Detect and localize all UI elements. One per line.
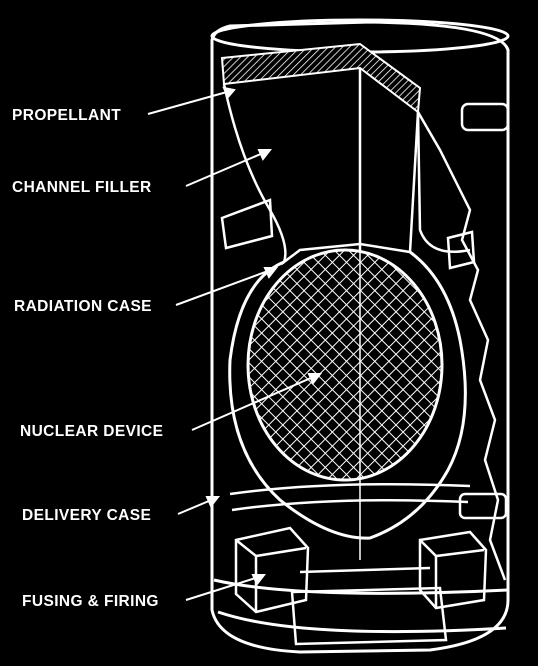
nuclear-device-sphere <box>246 248 444 482</box>
label-propellant: PROPELLANT <box>12 107 122 124</box>
arrow-radiation-case <box>263 267 279 279</box>
radiation-case <box>228 250 467 540</box>
label-radiation-case: RADIATION CASE <box>14 298 152 315</box>
mounting-lugs <box>220 102 510 520</box>
arrow-propellant <box>222 86 236 99</box>
fusing-firing-components <box>229 482 488 646</box>
channel-filler <box>222 68 471 266</box>
arrow-fusing-firing <box>251 574 267 586</box>
label-nuclear-device: NUCLEAR DEVICE <box>20 423 164 440</box>
label-channel-filler: CHANNEL FILLER <box>12 179 152 196</box>
label-fusing-firing: FUSING & FIRING <box>22 593 159 610</box>
leader-nuclear-device <box>191 373 321 431</box>
leader-radiation-case <box>175 267 277 306</box>
leader-propellant <box>147 89 235 115</box>
arrow-nuclear-device <box>307 373 323 385</box>
leader-fusing-firing <box>185 575 263 601</box>
arrow-channel-filler <box>257 149 273 161</box>
label-delivery-case: DELIVERY CASE <box>22 507 152 524</box>
leader-channel-filler <box>185 149 271 187</box>
leader-lines <box>147 86 323 601</box>
propellant-band <box>220 42 422 114</box>
arrow-delivery-case <box>205 496 221 508</box>
